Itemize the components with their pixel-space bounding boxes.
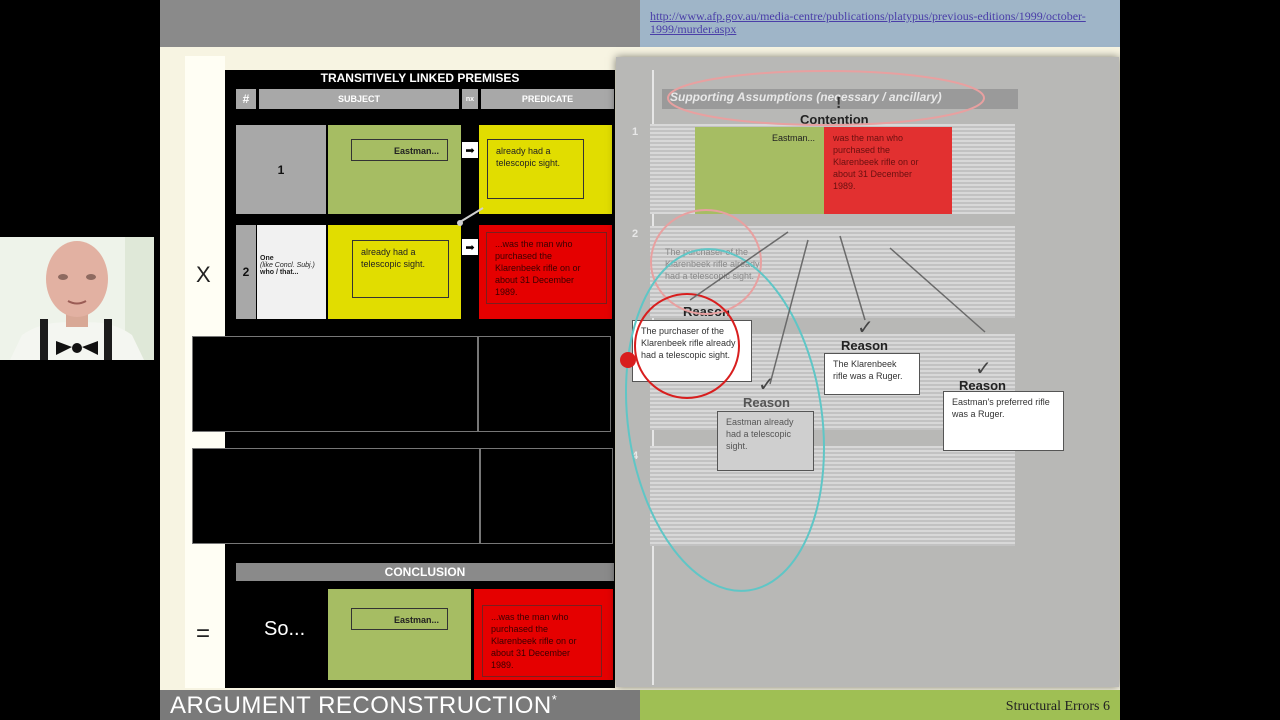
equals-sign: =	[196, 620, 211, 647]
row-2-subject: already had a telescopic sight.	[352, 240, 449, 298]
row-2-arrow-icon: ➡	[462, 239, 478, 255]
conclusion-so: So...	[264, 618, 306, 640]
faded-reason: The purchaser of the Klarenbeek rifle al…	[665, 247, 760, 281]
conclusion-header: CONCLUSION	[236, 563, 614, 581]
footer-title-text: ARGUMENT RECONSTRUCTION	[170, 692, 552, 719]
row-2-one-cell: One (like Concl. Subj.) who / that...	[257, 225, 326, 319]
footer-bar-left	[160, 690, 640, 720]
reason-3-check-icon: ✓	[857, 317, 874, 339]
header-subject: SUBJECT	[259, 89, 459, 109]
footer-title: ARGUMENT RECONSTRUCTION*	[170, 692, 557, 720]
faded-reason-circle-annotation	[650, 209, 762, 315]
presenter-figure	[0, 237, 154, 360]
contention-predicate: was the man who purchased the Klarenbeek…	[833, 133, 919, 191]
reason-1-label: Reason	[683, 304, 730, 319]
row-1-arrow-icon: ➡	[462, 142, 478, 158]
overlay-header: Supporting Assumptions (necessary / anci…	[670, 90, 942, 104]
overlay-row-2	[650, 226, 1015, 318]
reason-1-circle-annotation	[634, 293, 740, 399]
footer-title-mark: *	[551, 692, 558, 707]
contention-label: Contention	[800, 112, 869, 127]
reason-4-check-icon: ✓	[975, 358, 992, 380]
hidden-row-4-right	[480, 448, 613, 544]
reason-2-label: Reason	[743, 395, 790, 410]
pointer-cursor-icon	[620, 352, 636, 368]
footer-bar-right	[640, 690, 1120, 720]
overlay-row-number-2: 2	[632, 228, 639, 240]
x-sign: X	[196, 262, 211, 287]
header-nx: nx	[462, 89, 478, 109]
overlay-header-bar	[662, 89, 1018, 109]
hidden-row-3-right	[478, 336, 611, 432]
premises-title: TRANSITIVELY LINKED PREMISES	[320, 71, 520, 85]
reason-4-label: Reason	[959, 378, 1006, 393]
reason-1-text: The purchaser of the Klarenbeek rifle al…	[632, 320, 752, 382]
header-predicate: PREDICATE	[481, 89, 614, 109]
conclusion-predicate: ...was the man who purchased the Klarenb…	[482, 605, 602, 677]
reason-2-text: Eastman already had a telescopic sight.	[717, 411, 814, 471]
overlay-row-4	[650, 446, 1015, 546]
slide-top-bar-left	[160, 0, 640, 47]
conclusion-predicate-cell	[474, 589, 613, 680]
slide: http://www.afp.gov.au/media-centre/publi…	[160, 0, 1120, 720]
row-2-one-label: One	[260, 255, 274, 262]
conclusion-subject: Eastman...	[351, 608, 448, 630]
overlay-row-number-4: 4	[632, 450, 639, 462]
contention-exclaim-icon: !	[836, 95, 842, 112]
header-number: #	[236, 89, 256, 109]
presenter-webcam	[0, 237, 154, 360]
reason-3-label: Reason	[841, 338, 888, 353]
left-connector-dot	[457, 220, 463, 226]
teal-group-circle-annotation	[625, 248, 825, 592]
annotation-layer	[457, 70, 986, 592]
reason-3-text: The Klarenbeek rifle was a Ruger.	[824, 353, 920, 395]
row-2-one-who: who / that...	[260, 269, 299, 276]
row-1-subject: Eastman...	[351, 139, 448, 161]
row-2-one-sub: (like Concl. Subj.)	[260, 262, 315, 269]
row-2-number: 2	[236, 225, 256, 319]
overlay-row-number-1: 1	[632, 126, 639, 138]
source-link[interactable]: http://www.afp.gov.au/media-centre/publi…	[650, 9, 1086, 36]
contention-subject-cell	[695, 127, 825, 214]
header-circle-annotation	[667, 70, 985, 126]
conclusion-subject-cell	[328, 589, 471, 680]
row-1-predicate: already had a telescopic sight.	[487, 139, 584, 199]
row-2-predicate: ...was the man who purchased the Klarenb…	[486, 232, 607, 304]
row-1-number: 1	[236, 125, 326, 214]
slide-label: Structural Errors 6	[1005, 699, 1110, 714]
reason-4-text: Eastman's preferred rifle was a Ruger.	[943, 391, 1064, 451]
slide-top-bar-right	[640, 0, 1120, 47]
contention-predicate-cell	[824, 127, 952, 214]
contention-subject: Eastman...	[771, 133, 815, 143]
left-connector-line	[459, 207, 484, 223]
hidden-row-3-left	[192, 336, 478, 432]
hidden-row-4-left	[192, 448, 480, 544]
